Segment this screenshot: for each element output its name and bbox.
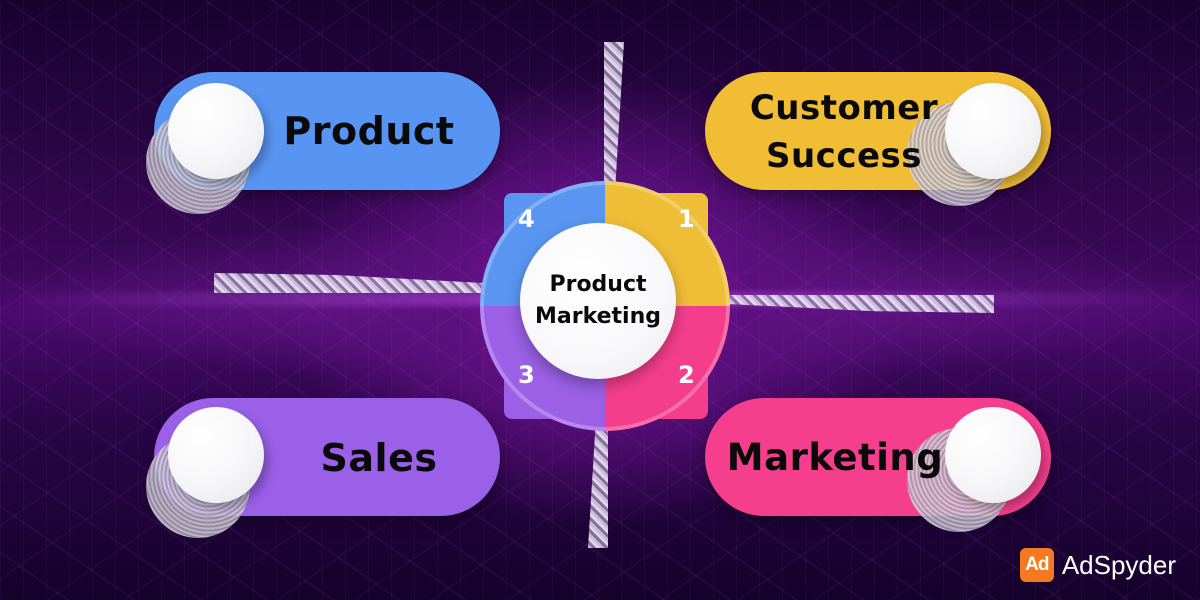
node-product-label: Product (283, 109, 455, 153)
brand-watermark: Ad AdSpyder (1019, 548, 1176, 582)
center-title: Product Marketing (520, 223, 676, 379)
connector-beam-top (604, 42, 624, 192)
node-marketing: Marketing (705, 398, 1051, 532)
center-hub: 4 1 3 2 Product Marketing (480, 181, 730, 431)
center-title-line-1: Product (549, 272, 647, 297)
circle-knob (168, 83, 264, 179)
quadrant-number-1: 1 (678, 205, 695, 233)
quadrant-number-2: 2 (678, 361, 695, 389)
node-sales: Sales (146, 398, 500, 538)
brand-name: AdSpyder (1061, 549, 1176, 580)
circle-knob (945, 407, 1041, 503)
quadrant-number-3: 3 (518, 361, 535, 389)
quadrant-number-4: 4 (518, 205, 535, 233)
node-sales-label: Sales (320, 436, 438, 480)
label-line-2: Success (765, 136, 923, 176)
node-customer-success-label: Customer Success (725, 84, 963, 180)
connector-beam-bottom (588, 418, 608, 548)
adspyder-logo-icon: Ad (1019, 548, 1054, 582)
circle-knob (168, 407, 264, 503)
node-customer-success: Customer Success (705, 72, 1051, 206)
node-marketing-label: Marketing (726, 436, 944, 479)
connector-beam-right (728, 295, 994, 313)
node-product: Product (146, 72, 500, 214)
label-line-1: Customer (749, 88, 939, 128)
circle-knob (945, 83, 1041, 179)
connector-beam-left (214, 273, 484, 293)
center-title-line-2: Marketing (534, 304, 662, 329)
